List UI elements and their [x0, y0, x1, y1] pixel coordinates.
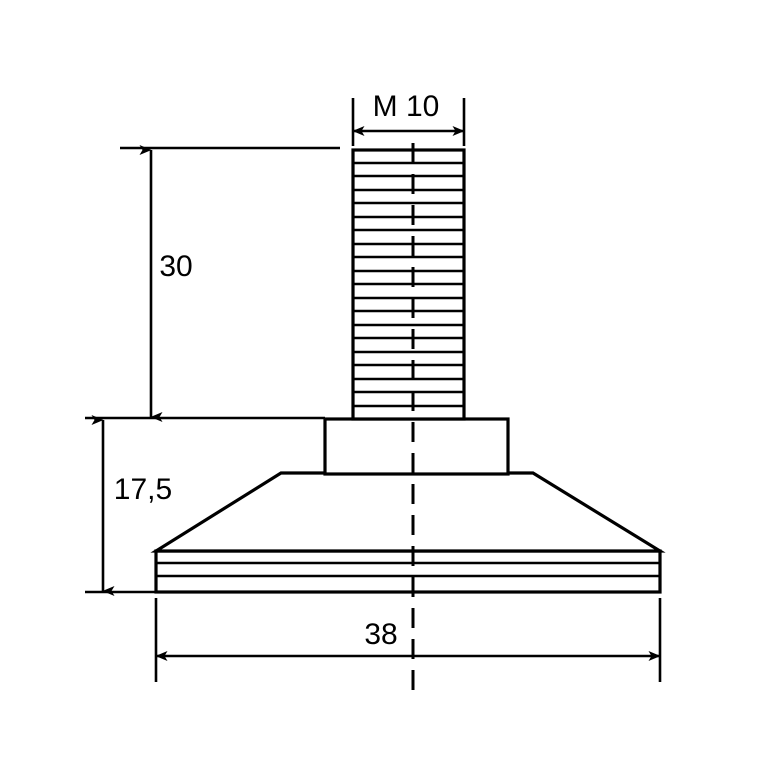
dimension-base-height: 17,5: [85, 415, 216, 596]
thread-lines: [354, 161, 463, 408]
dim-label-base-height: 17,5: [114, 473, 172, 506]
part-geometry: [150, 143, 666, 694]
dimension-stud-length: 30: [85, 145, 340, 422]
dimension-base-diameter: 38: [154, 598, 662, 682]
dimension-thread-size: M 10: [351, 90, 466, 146]
conical-base: [150, 471, 666, 553]
dim-label-thread-size: M 10: [373, 90, 440, 123]
base-rim-outline: [154, 549, 662, 594]
dim-label-stud-length: 30: [159, 250, 192, 283]
base-rim: [154, 549, 662, 594]
dim-label-base-diameter: 38: [364, 618, 397, 651]
hex-collar: [323, 417, 510, 476]
